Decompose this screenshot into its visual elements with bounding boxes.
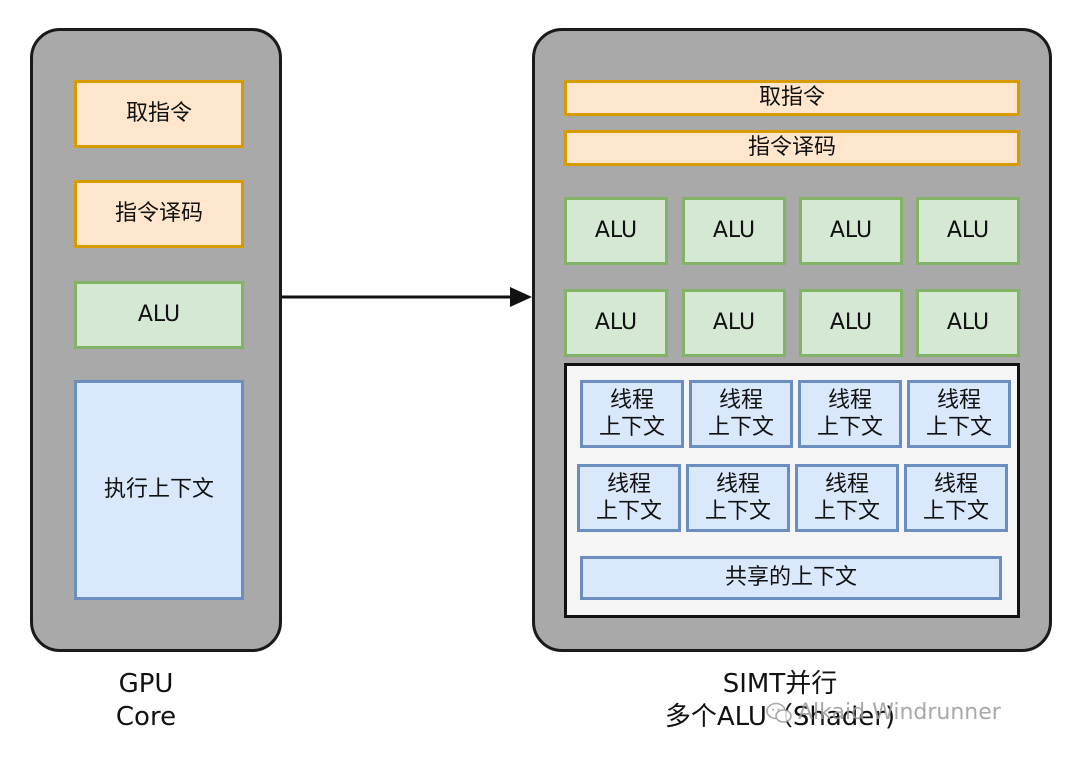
thread-label: 线程 — [933, 471, 978, 497]
right-alu-box: ALU — [799, 197, 903, 265]
shared-context-box: 共享的上下文 — [580, 556, 1002, 600]
thread-context-box: 线程 上下文 — [795, 464, 899, 532]
arrow-head — [510, 287, 532, 307]
thread-context-box: 线程 上下文 — [686, 464, 790, 532]
context-label: 上下文 — [707, 415, 774, 440]
right-alu-box: ALU — [916, 289, 1020, 357]
context-label: 上下文 — [922, 499, 989, 524]
right-fetch-box: 取指令 — [564, 80, 1020, 116]
left-caption-line1: GPU — [118, 669, 174, 699]
thread-context-box: 线程 上下文 — [577, 464, 681, 532]
left-caption-line2: Core — [115, 702, 177, 732]
left-fetch-box: 取指令 — [74, 80, 244, 148]
left-caption: GPU Core — [96, 668, 196, 734]
thread-label: 线程 — [609, 387, 654, 413]
context-label: 上下文 — [598, 415, 665, 440]
right-decode-box: 指令译码 — [564, 130, 1020, 166]
thread-label: 线程 — [827, 387, 872, 413]
right-alu-box: ALU — [564, 289, 668, 357]
thread-context-box: 线程 上下文 — [798, 380, 902, 448]
thread-context-box: 线程 上下文 — [907, 380, 1011, 448]
wechat-icon — [766, 702, 792, 723]
context-label: 上下文 — [704, 499, 771, 524]
thread-context-box: 线程 上下文 — [689, 380, 793, 448]
right-alu-box: ALU — [916, 197, 1020, 265]
watermark: Alkaid Windrunner — [766, 700, 1001, 725]
thread-label: 线程 — [718, 387, 763, 413]
context-label: 上下文 — [813, 499, 880, 524]
right-alu-box: ALU — [799, 289, 903, 357]
context-label: 上下文 — [595, 499, 662, 524]
right-caption-line1: SIMT并行 — [722, 669, 838, 699]
left-decode-box: 指令译码 — [74, 180, 244, 248]
context-label: 上下文 — [925, 415, 992, 440]
thread-label: 线程 — [824, 471, 869, 497]
thread-label: 线程 — [715, 471, 760, 497]
thread-context-box: 线程 上下文 — [580, 380, 684, 448]
context-label: 上下文 — [816, 415, 883, 440]
watermark-text: Alkaid Windrunner — [798, 700, 1001, 725]
right-alu-box: ALU — [682, 289, 786, 357]
thread-label: 线程 — [936, 387, 981, 413]
thread-label: 线程 — [606, 471, 651, 497]
right-alu-box: ALU — [682, 197, 786, 265]
right-alu-box: ALU — [564, 197, 668, 265]
left-alu-box: ALU — [74, 281, 244, 349]
left-context-box: 执行上下文 — [74, 380, 244, 600]
thread-context-box: 线程 上下文 — [904, 464, 1008, 532]
